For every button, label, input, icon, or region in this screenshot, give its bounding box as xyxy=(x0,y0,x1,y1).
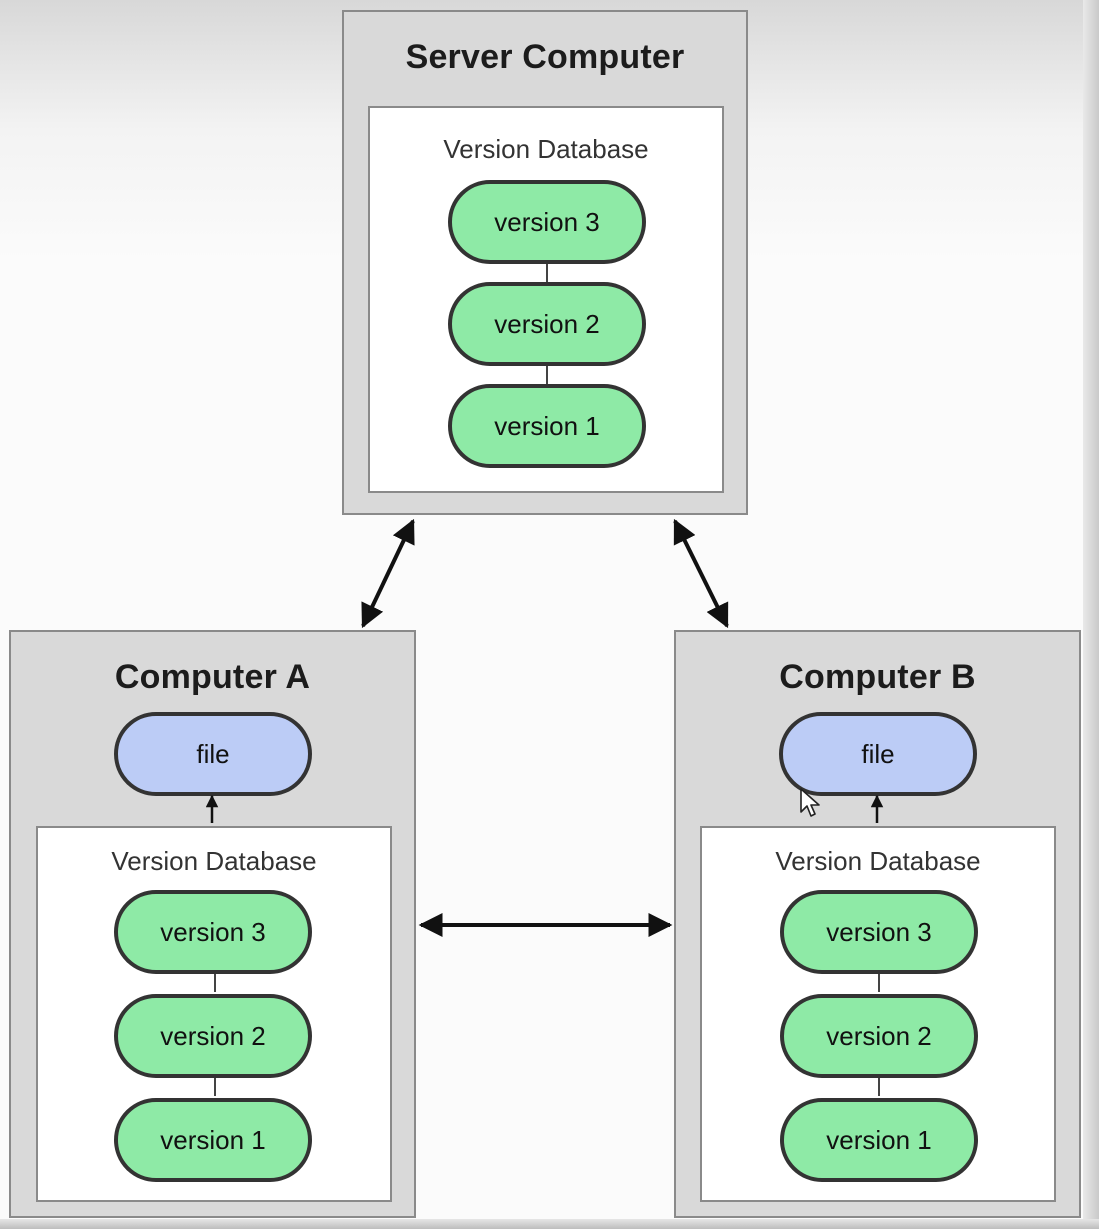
computer-b-version-database: Version Database version 3 version 2 ver… xyxy=(700,826,1056,1202)
version-link xyxy=(214,1076,216,1096)
version-link xyxy=(546,364,548,384)
window-edge-bottom xyxy=(0,1219,1099,1229)
server-computer-title: Server Computer xyxy=(405,38,685,76)
computer-a-version-3: version 3 xyxy=(114,890,312,974)
server-version-3: version 3 xyxy=(448,180,646,264)
computer-b-database-label: Version Database xyxy=(775,846,981,876)
computer-a-file: file xyxy=(114,712,312,796)
window-edge-right xyxy=(1083,0,1099,1229)
server-database-label: Version Database xyxy=(443,134,649,164)
computer-b-file: file xyxy=(779,712,977,796)
computer-a-title: Computer A xyxy=(114,658,311,696)
arrow-server-to-computer-a xyxy=(361,518,415,629)
computer-b-title: Computer B xyxy=(779,658,976,696)
server-version-database: Version Database version 3 version 2 ver… xyxy=(368,106,724,493)
computer-b-version-1: version 1 xyxy=(780,1098,978,1182)
computer-a: Computer A file Version Database version… xyxy=(9,630,416,1218)
computer-b-version-3: version 3 xyxy=(780,890,978,974)
computer-a-version-1: version 1 xyxy=(114,1098,312,1182)
arrow-server-to-computer-b xyxy=(673,518,729,629)
server-version-1: version 1 xyxy=(448,384,646,468)
version-link xyxy=(878,1076,880,1096)
mouse-pointer-icon xyxy=(800,788,820,817)
computer-a-version-2: version 2 xyxy=(114,994,312,1078)
server-version-2: version 2 xyxy=(448,282,646,366)
computer-a-version-database: Version Database version 3 version 2 ver… xyxy=(36,826,392,1202)
version-link xyxy=(878,972,880,992)
version-link xyxy=(214,972,216,992)
computer-a-database-label: Version Database xyxy=(111,846,317,876)
version-link xyxy=(546,262,548,282)
server-computer: Server Computer Version Database version… xyxy=(342,10,748,515)
computer-b-version-2: version 2 xyxy=(780,994,978,1078)
computer-b: Computer B file Version Database version… xyxy=(674,630,1081,1218)
